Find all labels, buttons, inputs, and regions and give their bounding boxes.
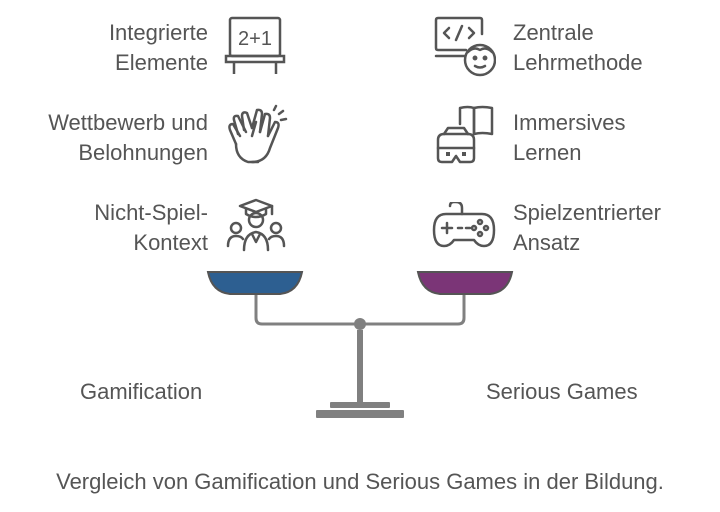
right-item-1-line2: Lehrmethode	[513, 50, 643, 75]
left-item-2-line2: Belohnungen	[78, 140, 208, 165]
left-item-3-label: Nicht-Spiel- Kontext	[94, 198, 208, 258]
code-learner-icon	[434, 16, 496, 78]
clapping-hands-icon	[222, 104, 288, 168]
left-item-2-label: Wettbewerb und Belohnungen	[48, 108, 208, 168]
right-item-2-line1: Immersives	[513, 110, 626, 135]
vr-headset-book-icon	[434, 104, 498, 166]
left-item-3-line2: Kontext	[133, 230, 208, 255]
scale-base-top	[330, 402, 390, 408]
right-pan-fill	[418, 272, 512, 294]
graduate-group-icon	[226, 198, 286, 254]
right-item-2-line2: Lernen	[513, 140, 582, 165]
left-pan-fill	[208, 272, 302, 294]
left-item-3-line1: Nicht-Spiel-	[94, 200, 208, 225]
right-pan-outline	[416, 271, 514, 295]
right-item-3-line2: Ansatz	[513, 230, 581, 255]
scale-post	[357, 330, 363, 406]
gamepad-icon	[432, 202, 496, 250]
right-item-2-label: Immersives Lernen	[513, 108, 625, 168]
chalkboard-2plus1-icon: 2+1	[224, 16, 286, 76]
right-item-3-line1: Spielzentrierter	[513, 200, 661, 225]
left-item-1-label: Integrierte Elemente	[109, 18, 208, 78]
scale-pivot	[354, 318, 366, 330]
left-item-2-line1: Wettbewerb und	[48, 110, 208, 135]
right-item-1-label: Zentrale Lehrmethode	[513, 18, 643, 78]
diagram-caption: Vergleich von Gamification und Serious G…	[56, 469, 664, 494]
serious-games-title: Serious Games	[486, 379, 638, 404]
gamification-title: Gamification	[80, 379, 203, 404]
svg-text:2+1: 2+1	[238, 28, 272, 50]
right-item-3-label: Spielzentrierter Ansatz	[513, 198, 661, 258]
scale-base-bottom	[316, 410, 404, 418]
left-item-1-line2: Elemente	[115, 50, 208, 75]
left-pan-outline	[206, 271, 304, 295]
right-item-1-line1: Zentrale	[513, 20, 594, 45]
left-item-1-line1: Integrierte	[108, 20, 208, 45]
